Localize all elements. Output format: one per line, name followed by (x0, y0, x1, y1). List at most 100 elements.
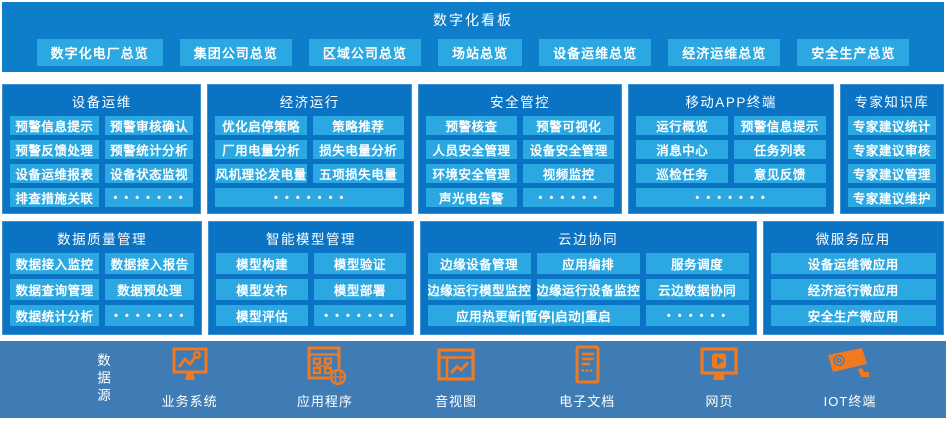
module-chip[interactable]: 模型构建 (216, 253, 308, 274)
panel-expert-knowledge: 专家知识库 专家建议统计专家建议审核专家建议管理专家建议维护 (839, 84, 945, 214)
module-chip[interactable]: 损失电量分析 (312, 140, 404, 159)
panel-economic-operation: 经济运行 优化启停策略策略推荐厂用电量分析损失电量分析风机理论发电量五项损失电量… (207, 84, 412, 215)
module-chip[interactable]: 预警信息提示 (734, 116, 826, 135)
datasource-iot-terminal: IOT终端 (824, 343, 877, 410)
overview-button-group-company[interactable]: 集团公司总览 (179, 39, 292, 66)
module-chip[interactable]: 模型评估 (216, 305, 308, 326)
panel-body: 数据接入监控数据接入报告数据查询管理数据预处理数据统计分析• • • • • •… (3, 251, 201, 334)
datasource-item-label: 应用程序 (296, 394, 353, 409)
module-chip[interactable]: 声光电告警 (425, 188, 518, 207)
datasource-item-label: 业务系统 (161, 394, 218, 409)
module-chip[interactable]: 设备运维微应用 (770, 253, 936, 274)
module-chip[interactable]: 五项损失电量 (312, 164, 404, 183)
module-chip[interactable]: 数据预处理 (105, 279, 195, 300)
panel-mobile-app: 移动APP终端 运行概览预警信息提示消息中心任务列表巡检任务意见反馈• • • … (628, 84, 834, 215)
module-chip[interactable]: 专家建议管理 (847, 164, 937, 183)
panel-body: 优化启停策略策略推荐厂用电量分析损失电量分析风机理论发电量五项损失电量 • • •… (208, 114, 410, 215)
panel-title: 安全管控 (490, 95, 551, 110)
datasource-webpage: 网页 (694, 343, 744, 410)
module-chip[interactable]: 设备安全管理 (523, 140, 615, 159)
datasource-label: 数据源 (95, 353, 110, 406)
panel-title: 专家知识库 (854, 95, 930, 110)
module-chip[interactable]: 消息中心 (636, 140, 729, 159)
module-chip[interactable]: 数据接入监控 (10, 253, 100, 274)
panel-body: 预警信息提示预警审核确认预警反馈处理预警统计分析设备运维报表设备状态监视排查措施… (3, 114, 200, 215)
iot-camera-icon (824, 343, 876, 389)
module-chip[interactable]: 预警统计分析 (104, 140, 194, 159)
module-chip[interactable]: 数据接入报告 (105, 253, 195, 274)
overview-button-digital-plant[interactable]: 数字化电厂总览 (36, 39, 163, 66)
panel-body: 模型构建模型验证模型发布模型部署模型评估 • • • • • • • (209, 251, 412, 334)
datasource-item-label: 电子文档 (559, 394, 616, 409)
more-ellipsis-chip[interactable]: • • • • • • • (636, 188, 826, 207)
panel-data-quality: 数据质量管理 数据接入监控数据接入报告数据查询管理数据预处理数据统计分析• • … (2, 221, 203, 335)
overview-button-economic-om[interactable]: 经济运维总览 (668, 39, 781, 66)
module-chip[interactable]: 预警信息提示 (10, 116, 99, 135)
module-chip[interactable]: 经济运行微应用 (770, 279, 936, 300)
module-chip[interactable]: 预警审核确认 (104, 116, 194, 135)
module-chip[interactable]: 优化启停策略 (215, 116, 307, 135)
overview-button-equipment-om[interactable]: 设备运维总览 (539, 39, 652, 66)
module-chip[interactable]: 环境安全管理 (425, 164, 518, 183)
overview-button-regional-company[interactable]: 区域公司总览 (308, 39, 421, 66)
datasource-item-label: 网页 (705, 394, 734, 409)
more-ellipsis-chip[interactable]: • • • • • • • (215, 188, 404, 207)
datasource-band: 数据源 业务系统 (0, 341, 946, 418)
module-chip[interactable]: 厂用电量分析 (215, 140, 307, 159)
module-chip[interactable]: 任务列表 (734, 140, 826, 159)
dashboard-title: 数字化看板 (433, 12, 513, 28)
module-chip[interactable]: 边缘运行模型监控 (427, 279, 531, 300)
module-chip[interactable]: 服务调度 (645, 253, 749, 274)
module-chip[interactable]: 专家建议维护 (847, 188, 937, 207)
media-view-icon (432, 343, 480, 389)
panel-title: 数据质量管理 (57, 232, 148, 247)
module-chip[interactable]: 预警反馈处理 (10, 140, 99, 159)
module-chip[interactable]: 排查措施关联 (10, 188, 99, 207)
webpage-icon (694, 343, 744, 389)
datasource-item-label: 音视图 (435, 394, 478, 409)
module-chip[interactable]: 专家建议统计 (847, 116, 937, 135)
module-chip[interactable]: 模型部署 (314, 279, 406, 300)
module-chip[interactable]: 云边数据协同 (645, 279, 749, 300)
module-row-1: 设备运维 预警信息提示预警审核确认预警反馈处理预警统计分析设备运维报表设备状态监… (2, 84, 945, 215)
module-chip[interactable]: 人员安全管理 (425, 140, 518, 159)
module-chip[interactable]: 策略推荐 (312, 116, 404, 135)
more-ellipsis-chip[interactable]: • • • • • • (523, 188, 615, 207)
more-ellipsis-chip[interactable]: • • • • • • • (104, 188, 194, 207)
module-chip[interactable]: 意见反馈 (734, 164, 826, 183)
module-chip[interactable]: 预警可视化 (523, 116, 615, 135)
module-chip[interactable]: 设备状态监视 (104, 164, 194, 183)
more-ellipsis-chip[interactable]: • • • • • • • (105, 305, 195, 326)
module-chip[interactable]: 安全生产微应用 (770, 305, 936, 326)
module-chip[interactable]: 运行概览 (636, 116, 729, 135)
module-row-2: 数据质量管理 数据接入监控数据接入报告数据查询管理数据预处理数据统计分析• • … (2, 221, 944, 335)
module-chip[interactable]: 数据统计分析 (10, 305, 100, 326)
module-chip[interactable]: 应用热更新|暂停|启动|重启 (427, 305, 640, 326)
panel-title: 微服务应用 (815, 232, 891, 247)
module-chip[interactable]: 巡检任务 (636, 164, 729, 183)
panel-body: 运行概览预警信息提示消息中心任务列表巡检任务意见反馈 • • • • • • • (629, 114, 832, 215)
module-chip[interactable]: 预警核查 (425, 116, 518, 135)
module-chip[interactable]: 边缘运行设备监控 (536, 279, 640, 300)
more-ellipsis-chip[interactable]: • • • • • • (645, 305, 749, 326)
module-chip[interactable]: 模型验证 (314, 253, 406, 274)
datasource-item-label: IOT终端 (823, 394, 877, 409)
panel-body: 设备运维微应用经济运行微应用安全生产微应用 (764, 251, 943, 334)
module-chip[interactable]: 应用编排 (536, 253, 640, 274)
panel-title: 设备运维 (71, 95, 132, 110)
module-chip[interactable]: 风机理论发电量 (215, 164, 307, 183)
module-chip[interactable]: 数据查询管理 (10, 279, 100, 300)
module-chip[interactable]: 边缘设备管理 (427, 253, 531, 274)
datasource-business-system: 业务系统 (162, 343, 218, 410)
module-chip[interactable]: 设备运维报表 (10, 164, 99, 183)
overview-button-row: 数字化电厂总览 集团公司总览 区域公司总览 场站总览 设备运维总览 经济运维总览… (2, 30, 944, 66)
datasource-items: 业务系统 应用程序 (112, 343, 946, 416)
module-chip[interactable]: 模型发布 (216, 279, 308, 300)
panel-safety-control: 安全管控 预警核查预警可视化人员安全管理设备安全管理环境安全管理视频监控声光电告… (417, 84, 623, 214)
overview-button-station[interactable]: 场站总览 (437, 39, 522, 66)
more-ellipsis-chip[interactable]: • • • • • • • (314, 305, 406, 326)
panel-title: 云边协同 (558, 232, 619, 247)
module-chip[interactable]: 专家建议审核 (847, 140, 937, 159)
module-chip[interactable]: 视频监控 (523, 164, 615, 183)
overview-button-safety-production[interactable]: 安全生产总览 (797, 39, 910, 66)
